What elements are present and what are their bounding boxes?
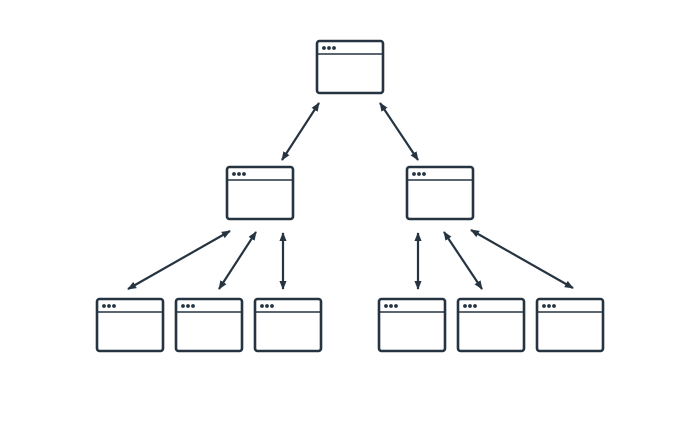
edge-root-to-mid-left (281, 102, 320, 161)
browser-window-icon (377, 297, 447, 353)
browser-window-icon (456, 297, 526, 353)
edge-mid-left-to-leaf-2 (218, 231, 257, 290)
browser-window-icon (174, 297, 244, 353)
browser-window-icon (405, 165, 475, 221)
edges-layer (127, 102, 574, 290)
browser-window-icon (315, 39, 385, 95)
edge-mid-left-to-leaf-1 (127, 230, 231, 290)
node-mid-left (225, 165, 295, 221)
node-leaf-1 (95, 297, 165, 353)
browser-window-icon (225, 165, 295, 221)
node-leaf-4 (377, 297, 447, 353)
browser-window-icon (253, 297, 323, 353)
node-leaf-3 (253, 297, 323, 353)
browser-window-icon (535, 297, 605, 353)
edge-mid-right-to-leaf-5 (443, 231, 483, 290)
edge-root-to-mid-right (379, 102, 419, 161)
node-leaf-6 (535, 297, 605, 353)
node-leaf-2 (174, 297, 244, 353)
node-mid-right (405, 165, 475, 221)
node-root (315, 39, 385, 95)
edge-mid-right-to-leaf-6 (470, 229, 574, 289)
node-leaf-5 (456, 297, 526, 353)
nodes-layer (95, 39, 605, 353)
browser-window-icon (95, 297, 165, 353)
